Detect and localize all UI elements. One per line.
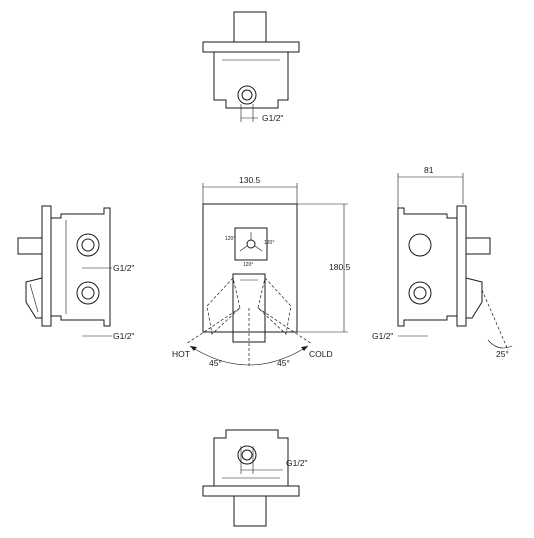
- bottom-thread-label: G1/2": [286, 458, 307, 468]
- bottom-body: [213, 429, 289, 486]
- right-port-lower-bore: [413, 286, 427, 300]
- left-lever: [25, 277, 43, 319]
- top-handle: [233, 11, 267, 43]
- angle-left-label: 45°: [209, 358, 222, 368]
- diverter-center: [246, 239, 256, 249]
- right-tilt-arc: [487, 339, 513, 349]
- bottom-view: G1/2": [202, 429, 307, 527]
- bottom-outlet-port: [237, 445, 257, 465]
- bottom-handle: [233, 495, 267, 527]
- left-cover-plate: [41, 205, 52, 327]
- left-port-lower: [76, 281, 100, 305]
- arc-arrow-right: [301, 346, 308, 351]
- right-body: [397, 207, 457, 327]
- diverter-spoke-right: [254, 245, 263, 252]
- swing-line-left: [185, 307, 241, 345]
- right-diverter-stub: [465, 237, 491, 255]
- angle-label-c: 120°: [243, 262, 253, 268]
- left-port-lower-bore: [81, 286, 95, 300]
- left-port-upper-bore: [81, 238, 95, 252]
- rotation-arc: [189, 345, 309, 366]
- front-cover-plate: [202, 203, 298, 333]
- right-port-upper: [408, 233, 432, 257]
- cold-label: COLD: [309, 349, 333, 359]
- angle-label-a: 120°: [225, 236, 235, 242]
- right-cover-plate: [456, 205, 467, 327]
- arc-arrow-left: [190, 346, 197, 351]
- left-body: [51, 207, 111, 327]
- right-tilt-label: 25°: [496, 349, 509, 359]
- bottom-cover-plate: [202, 485, 300, 497]
- angle-label-b: 120°: [264, 240, 274, 246]
- left-lever-edge: [29, 283, 39, 313]
- angle-right-label: 45°: [277, 358, 290, 368]
- right-lever: [465, 277, 483, 319]
- front-width-label: 130.5: [239, 175, 261, 185]
- hot-label: HOT: [172, 349, 190, 359]
- top-view: G1/2": [202, 11, 300, 123]
- top-outlet-port: [237, 85, 257, 105]
- swing-line-right: [257, 307, 313, 345]
- top-cover-plate: [202, 41, 300, 53]
- left-thread-lower: G1/2": [113, 331, 134, 341]
- left-thread-upper: G1/2": [113, 263, 134, 273]
- left-view: G1/2" G1/2": [17, 205, 134, 341]
- right-view: 81 G1/2" 25°: [372, 165, 513, 359]
- top-outlet-bore: [241, 89, 253, 101]
- right-thread-label: G1/2": [372, 331, 393, 341]
- front-height-label: 180.5: [329, 262, 351, 272]
- right-depth-label: 81: [424, 165, 434, 175]
- lever-rotated-right: [257, 277, 292, 335]
- top-body: [213, 52, 289, 109]
- left-port-upper: [76, 233, 100, 257]
- left-diverter-stub: [17, 237, 43, 255]
- right-port-lower: [408, 281, 432, 305]
- diverter-spoke-left: [239, 245, 248, 252]
- right-lever-tilt: [481, 289, 509, 351]
- top-thread-label: G1/2": [262, 113, 283, 123]
- bottom-outlet-bore: [241, 449, 253, 461]
- mixer-lever: [232, 273, 266, 343]
- lever-rotated-left: [206, 277, 241, 335]
- front-view: 130.5 180.5 120° 120° 120° HOT COLD 45°: [172, 175, 351, 368]
- diverter-knob: [234, 227, 268, 261]
